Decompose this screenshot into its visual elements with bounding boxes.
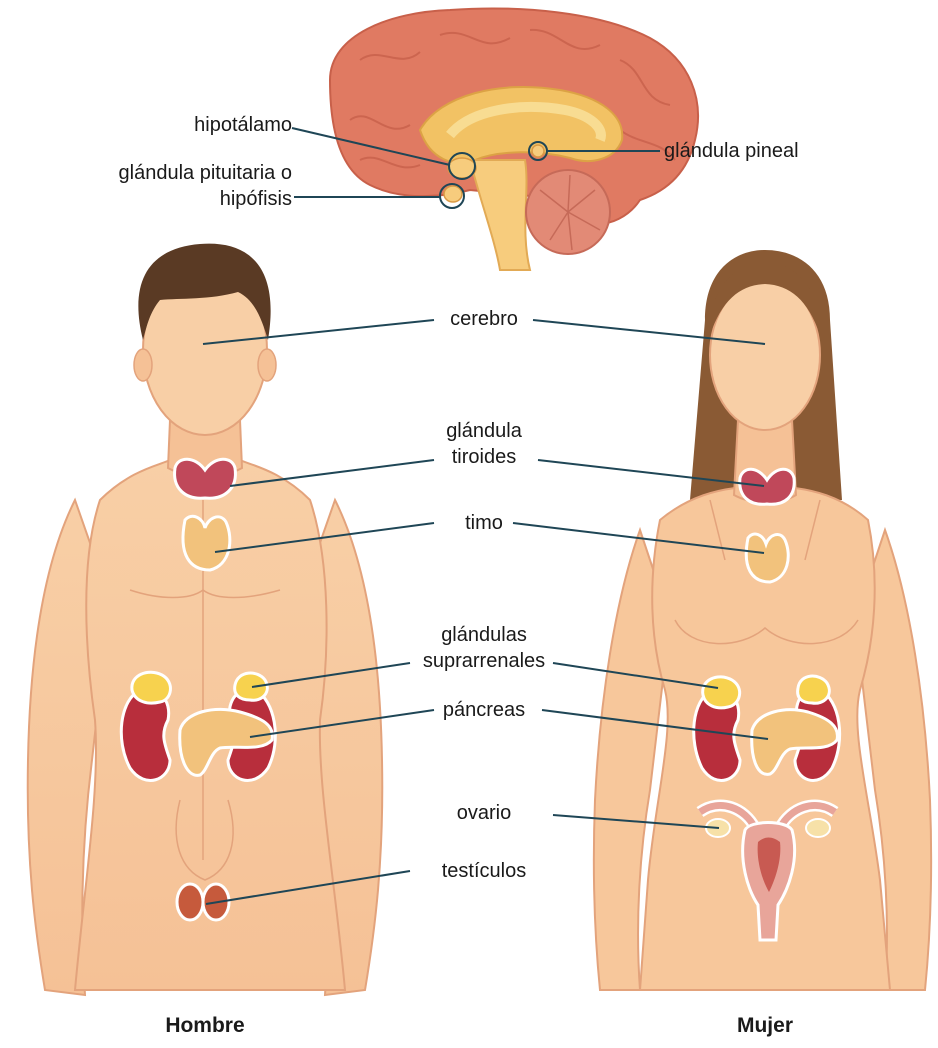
label-suprarrenales-line2: suprarrenales	[404, 648, 564, 674]
female-figure	[594, 250, 931, 990]
label-cerebro: cerebro	[404, 306, 564, 332]
label-pituitaria-line2: hipófisis	[40, 186, 292, 212]
male-adrenal-left	[235, 673, 268, 700]
label-timo: timo	[404, 510, 564, 536]
male-figure	[28, 244, 383, 995]
female-thymus	[746, 534, 788, 582]
label-hipotalamo: hipotálamo	[110, 112, 292, 138]
male-testicle-right	[177, 884, 203, 920]
female-adrenal-right	[703, 677, 740, 708]
label-testiculos: testículos	[404, 858, 564, 884]
label-pancreas: páncreas	[404, 697, 564, 723]
male-thymus	[183, 516, 230, 570]
female-adrenal-left	[798, 676, 830, 703]
label-tiroides-line1: glándula	[404, 418, 564, 444]
female-ovary-left	[806, 819, 830, 837]
label-ovario: ovario	[404, 800, 564, 826]
caption-male: Hombre	[110, 1014, 300, 1038]
brain-illustration	[330, 8, 698, 270]
label-suprarrenales-line1: glándulas	[404, 622, 564, 648]
label-pineal: glándula pineal	[664, 138, 799, 164]
caption-female: Mujer	[670, 1014, 860, 1038]
brainstem	[470, 160, 530, 270]
label-tiroides-line2: tiroides	[404, 444, 564, 470]
label-pituitaria-line1: glándula pituitaria o	[40, 160, 292, 186]
male-adrenal-right	[132, 672, 171, 703]
